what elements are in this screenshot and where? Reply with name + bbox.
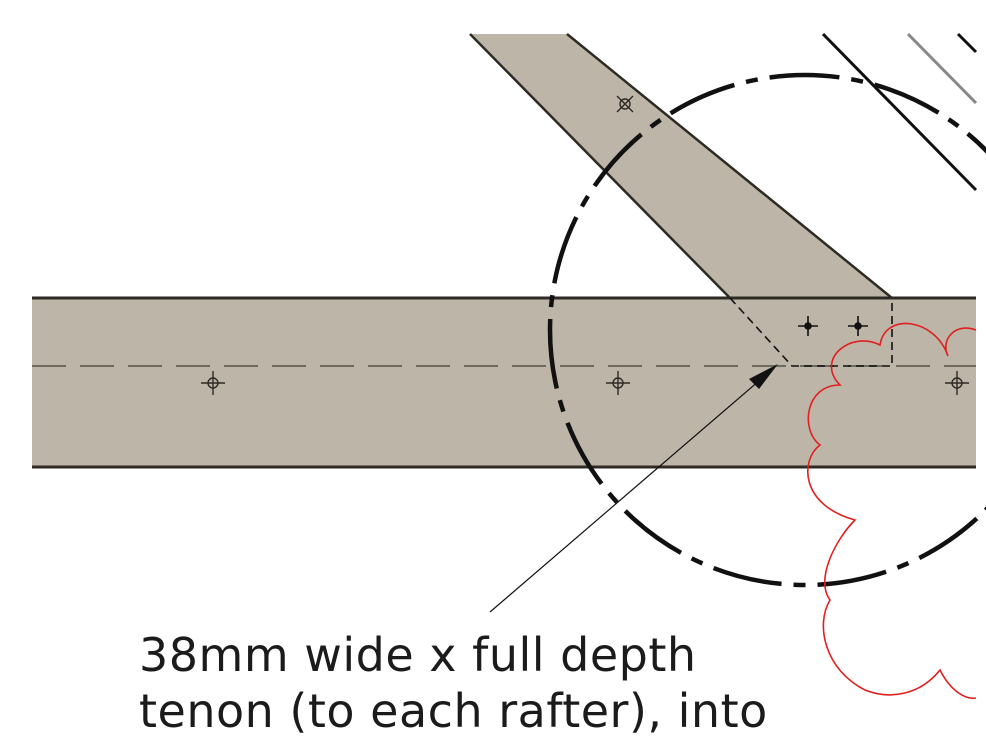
detail-circle [547, 72, 986, 588]
upper-rafter-line-2 [906, 32, 978, 105]
callout-text-line-2: tenon (to each rafter), into [139, 684, 768, 738]
crosshair-marker [201, 371, 225, 395]
peg-marker [798, 316, 818, 336]
upper-rafter-line-1 [821, 32, 978, 192]
detail-drawing [32, 32, 986, 699]
diagonal-rafter-bottom-edge [469, 33, 731, 299]
horizontal-beam [32, 298, 976, 468]
tenon-outline [729, 297, 893, 367]
diagonal-rafter [470, 34, 892, 298]
crosshair-marker [606, 371, 630, 395]
callout-text-line-1: 38mm wide x full depth [139, 628, 697, 682]
crosshair-marker-x [616, 95, 634, 113]
upper-rafter-line-3 [956, 32, 978, 54]
leader-line [489, 367, 775, 613]
leader-arrowhead [749, 364, 778, 389]
crosshair-marker [945, 371, 969, 395]
peg-marker [848, 316, 868, 336]
revision-cloud [807, 322, 977, 699]
diagonal-rafter-top-edge [566, 33, 893, 299]
